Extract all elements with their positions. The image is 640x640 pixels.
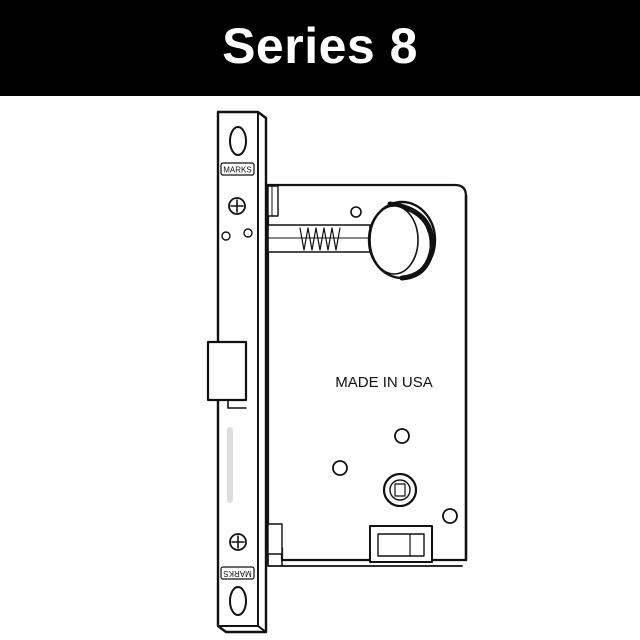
banner-title: Series 8	[222, 18, 418, 74]
case-label: MADE IN USA	[335, 374, 433, 391]
lock-case	[266, 183, 468, 567]
faceplate-logo-top-text: MARKS	[223, 166, 251, 175]
case-hole-right	[442, 508, 458, 524]
thumbturn-hub	[382, 472, 418, 508]
mortise-lock-drawing: MARKS MARKS MADE IN USA	[206, 110, 468, 634]
faceplate-logo-bottom-text: MARKS	[223, 569, 251, 578]
case-hole-top	[350, 206, 362, 218]
faceplate-logo-top: MARKS	[220, 162, 255, 176]
case-hole-left	[332, 460, 348, 476]
latch-rod	[267, 185, 371, 253]
title-banner: Series 8	[0, 0, 640, 96]
faceplate-logo-bottom: MARKS	[220, 566, 255, 580]
faceplate	[206, 110, 268, 634]
product-illustration: MARKS MARKS MADE IN USA	[0, 96, 640, 640]
case-hole-middle	[394, 428, 410, 444]
deadbolt-block	[267, 523, 433, 563]
hub	[367, 200, 437, 281]
